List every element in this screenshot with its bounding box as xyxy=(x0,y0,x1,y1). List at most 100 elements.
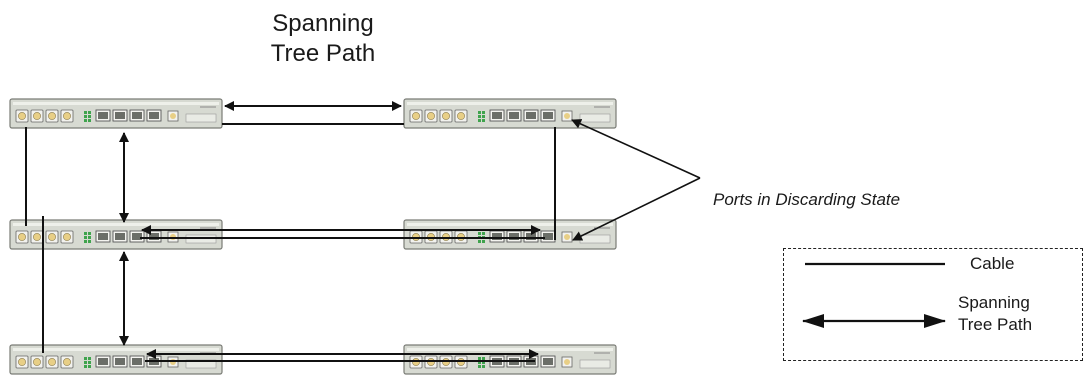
sfp-module xyxy=(115,358,125,365)
port-jack xyxy=(63,358,71,366)
status-led xyxy=(478,357,481,360)
sfp-module xyxy=(149,233,159,240)
switch-top-strip xyxy=(13,223,219,226)
sfp-module xyxy=(492,112,502,119)
status-led xyxy=(482,111,485,114)
status-led xyxy=(482,115,485,118)
status-led xyxy=(88,115,91,118)
status-led xyxy=(478,119,481,122)
port-jack xyxy=(33,112,41,120)
switch-top-strip xyxy=(13,348,219,351)
sfp-module xyxy=(543,358,553,365)
sfp-module xyxy=(132,112,142,119)
switch-mid-left xyxy=(9,219,223,250)
port-jack xyxy=(18,233,26,241)
sfp-module xyxy=(526,233,536,240)
status-led xyxy=(88,365,91,368)
status-led xyxy=(84,365,87,368)
status-led xyxy=(478,365,481,368)
discarding-ports-label: Ports in Discarding State xyxy=(713,190,901,209)
sfp-module xyxy=(132,358,142,365)
port-jack xyxy=(48,358,56,366)
switch-bottom-right xyxy=(403,344,617,375)
status-led xyxy=(478,111,481,114)
title-line-1: Spanning xyxy=(272,10,374,37)
status-led xyxy=(482,232,485,235)
port-jack xyxy=(33,358,41,366)
port-jack xyxy=(63,112,71,120)
cables xyxy=(25,123,556,362)
console-jack xyxy=(564,359,570,365)
legend-stp-label-line2: Tree Path xyxy=(958,315,1033,334)
status-led xyxy=(88,232,91,235)
label-plate xyxy=(579,359,611,369)
status-led xyxy=(88,361,91,364)
sfp-module xyxy=(543,233,553,240)
status-led xyxy=(482,361,485,364)
port-jack xyxy=(442,112,450,120)
label-plate xyxy=(579,113,611,123)
sfp-module xyxy=(115,233,125,240)
pointer-to-top-right-port xyxy=(571,119,701,179)
status-led xyxy=(482,365,485,368)
spanning-tree-paths xyxy=(119,101,541,359)
switch-top-strip xyxy=(13,102,219,105)
sfp-module xyxy=(98,233,108,240)
port-jack xyxy=(457,112,465,120)
switch-top-strip xyxy=(407,223,613,226)
title-line-2: Tree Path xyxy=(270,40,376,67)
legend-stp-label-line1: Spanning xyxy=(958,293,1030,312)
sfp-module xyxy=(149,112,159,119)
switch-bottom-left xyxy=(9,344,223,375)
switch-top-left xyxy=(9,98,223,129)
sfp-module xyxy=(543,112,553,119)
status-led xyxy=(84,361,87,364)
sfp-module xyxy=(98,112,108,119)
sfp-module xyxy=(509,112,519,119)
status-led xyxy=(84,115,87,118)
status-led xyxy=(482,357,485,360)
console-jack xyxy=(564,234,570,240)
label-plate xyxy=(185,113,217,123)
switch-top-strip xyxy=(407,102,613,105)
port-jack xyxy=(18,358,26,366)
status-led xyxy=(84,119,87,122)
port-jack xyxy=(412,112,420,120)
sfp-module xyxy=(115,112,125,119)
status-led xyxy=(478,232,481,235)
pointer-to-mid-right-port xyxy=(572,177,701,241)
status-led xyxy=(482,119,485,122)
sfp-module xyxy=(98,358,108,365)
discarding-port-pointers xyxy=(571,119,701,241)
console-jack xyxy=(564,113,570,119)
status-led xyxy=(88,357,91,360)
sfp-module xyxy=(492,233,502,240)
port-jack xyxy=(427,112,435,120)
status-led xyxy=(88,111,91,114)
status-led xyxy=(84,111,87,114)
status-led xyxy=(84,357,87,360)
status-led xyxy=(478,240,481,243)
port-jack xyxy=(63,233,71,241)
port-jack xyxy=(48,112,56,120)
label-plate xyxy=(579,234,611,244)
status-led xyxy=(84,240,87,243)
console-jack xyxy=(170,113,176,119)
port-jack xyxy=(33,233,41,241)
legend-symbols xyxy=(802,262,946,328)
status-led xyxy=(482,240,485,243)
port-jack xyxy=(48,233,56,241)
status-led xyxy=(84,236,87,239)
legend-cable-label: Cable xyxy=(970,254,1015,273)
status-led xyxy=(84,232,87,235)
status-led xyxy=(88,236,91,239)
status-led xyxy=(88,240,91,243)
switch-top-right xyxy=(403,98,617,129)
legend xyxy=(783,248,1083,361)
port-jack xyxy=(18,112,26,120)
status-led xyxy=(478,115,481,118)
sfp-module xyxy=(526,112,536,119)
switch-top-strip xyxy=(407,348,613,351)
status-led xyxy=(478,361,481,364)
